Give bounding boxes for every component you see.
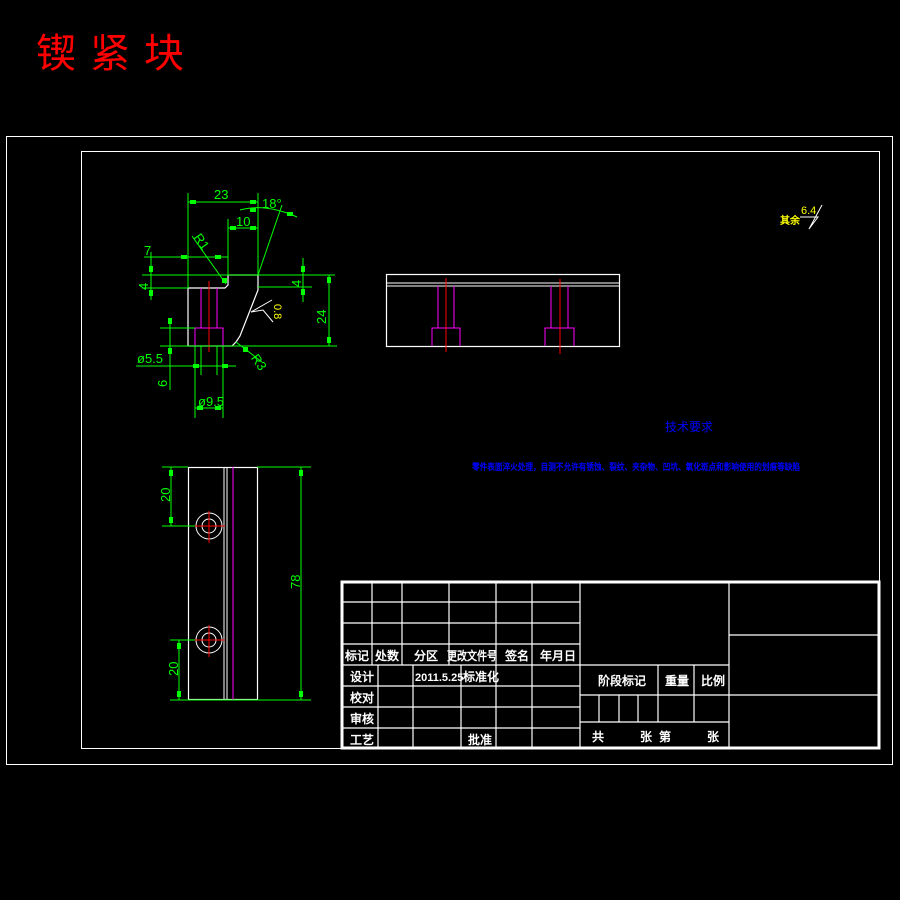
dim-height-24: 24 <box>314 310 329 324</box>
top-view: 20 20 78 <box>158 466 311 701</box>
tb-total-label: 共 <box>592 729 604 744</box>
dim-hole-9-5: ø9.5 <box>198 394 224 409</box>
tb-design-label: 设计 <box>350 669 374 684</box>
front-view: 23 10 18° R1 7 4 4 24 R3 ø5.5 6 ø9.5 0.8 <box>136 187 337 418</box>
tech-requirements-heading: 技术要求 <box>665 420 713 434</box>
tb-header-change-doc: 更改文件号 <box>447 648 497 663</box>
tb-design-date: 2011.5.25 <box>415 672 463 684</box>
dim-hole-bottom-20: 20 <box>166 662 181 676</box>
dim-counterbore-6: 6 <box>155 380 170 387</box>
dim-angle-18: 18° <box>262 196 282 211</box>
roughness-symbol-icon <box>250 299 274 323</box>
tb-stage-mark-label: 阶段标记 <box>598 673 646 688</box>
roughness-note-value: 6.4 <box>801 205 816 217</box>
dim-height-4-left: 4 <box>136 283 151 290</box>
dim-width-10: 10 <box>236 214 250 229</box>
tb-weight-label: 重量 <box>665 673 689 688</box>
dim-offset-7: 7 <box>144 243 151 258</box>
roughness-note: 其余 6.4 <box>780 204 823 230</box>
tb-review-label: 审核 <box>350 711 374 726</box>
tb-approve-label: 批准 <box>468 732 492 747</box>
tb-standardization-label: 标准化 <box>462 669 499 684</box>
tb-process-label: 工艺 <box>350 732 374 747</box>
roughness-check-icon <box>800 204 823 230</box>
title-block-text: 标记 处数 分区 更改文件号 签名 年月日 设计 2011.5.25 标准化 校… <box>344 648 725 747</box>
tb-check-label: 校对 <box>350 690 374 705</box>
side-view <box>385 273 621 354</box>
title-block <box>340 580 881 750</box>
tb-header-zone: 分区 <box>414 648 438 663</box>
tb-header-count: 处数 <box>374 648 400 663</box>
tb-sheets-unit-2: 张 <box>707 729 720 744</box>
tech-requirements-text: 零件表面淬火处理，目测不允许有锈蚀、裂纹、夹杂物、凹坑、氧化斑点和影响使用的划痕… <box>471 461 800 473</box>
tb-scale-label: 比例 <box>701 673 725 688</box>
tb-header-date: 年月日 <box>540 648 576 663</box>
dim-width-23: 23 <box>214 187 228 202</box>
tb-header-mark: 标记 <box>344 648 369 663</box>
dim-height-4-right: 4 <box>289 280 304 287</box>
dim-length-78: 78 <box>288 575 303 589</box>
dim-hole-5-5: ø5.5 <box>137 351 163 366</box>
tb-header-signature: 签名 <box>504 648 529 663</box>
roughness-note-label: 其余 <box>780 214 801 227</box>
drawing-title: 锲紧块 <box>36 31 198 77</box>
tb-sheet-no-label: 第 <box>659 729 671 744</box>
dim-hole-top-20: 20 <box>158 488 173 502</box>
roughness-value-0-8: 0.8 <box>271 304 283 319</box>
outer-frame <box>6 136 893 765</box>
dim-radius-r3: R3 <box>248 351 270 373</box>
dim-radius-r1: R1 <box>191 230 213 252</box>
tb-sheets-unit-1: 张 <box>640 729 653 744</box>
